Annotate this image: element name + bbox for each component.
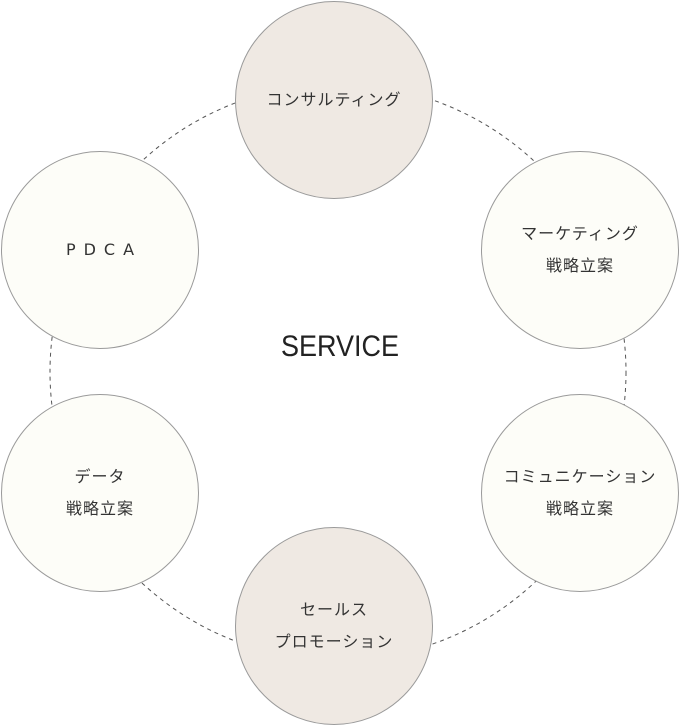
node-label: セールス (299, 600, 368, 619)
node-pdca: PDCA (1, 151, 199, 349)
node-sublabel: 戦略立案 (545, 499, 614, 518)
cycle-ring (49, 83, 627, 661)
node-label: コンサルティング (266, 90, 402, 109)
center-title: SERVICE (280, 330, 400, 363)
node-label: マーケティング (521, 224, 639, 243)
node-label: コミュニケーション (503, 467, 657, 486)
node-consulting: コンサルティング (235, 1, 433, 199)
node-label: データ (74, 467, 126, 486)
node-marketing: マーケティング 戦略立案 (481, 151, 679, 349)
node-sales-promotion: セールス プロモーション (235, 527, 433, 725)
node-data: データ 戦略立案 (1, 394, 199, 592)
node-sublabel: プロモーション (274, 632, 394, 651)
node-communication: コミュニケーション 戦略立案 (481, 394, 679, 592)
node-sublabel: 戦略立案 (65, 499, 134, 518)
node-sublabel: 戦略立案 (545, 256, 614, 275)
node-label: PDCA (65, 240, 143, 259)
